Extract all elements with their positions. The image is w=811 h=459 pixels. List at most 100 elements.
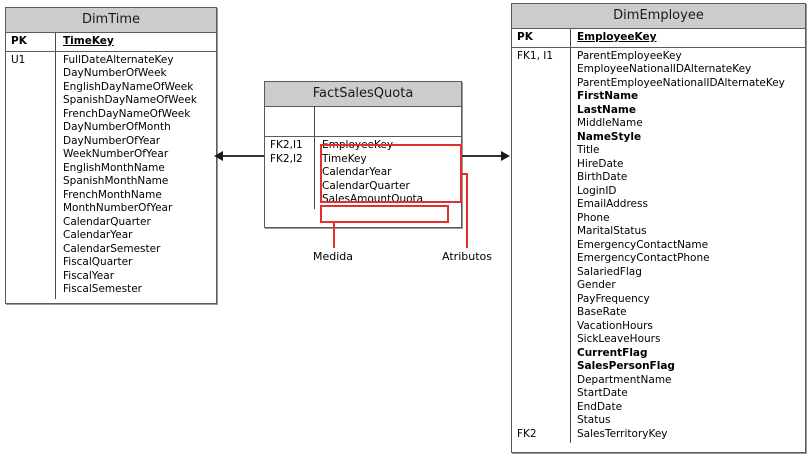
dim-employee-field: FirstName [577, 90, 639, 102]
dim-time-field: DayNumberOfMonth [63, 121, 171, 133]
dim-employee-pk-field-column: EmployeeKey [571, 29, 805, 47]
dim-employee-field: SalariedFlag [577, 265, 642, 278]
dim-employee-key-column: FK1, I1 FK2 [512, 47, 571, 443]
arrowhead-right-icon [501, 151, 510, 161]
fact-sales-quota-pk-section [265, 107, 461, 137]
dim-employee-key-spacer [517, 347, 566, 361]
dim-employee-key-spacer [517, 198, 566, 212]
connector-line-fact-to-dimemployee [462, 155, 504, 157]
dim-time-field: SpanishDayNameOfWeek [63, 94, 197, 106]
dim-employee-key-spacer [517, 77, 566, 91]
dim-employee-field: Title [577, 144, 600, 156]
dim-employee-field: CurrentFlag [577, 346, 648, 359]
dim-time-field: EnglishMonthName [63, 161, 165, 174]
dim-time-field: CalendarYear [63, 229, 133, 241]
dim-employee-field: EmergencyContactPhone [577, 252, 710, 264]
entity-dim-time[interactable]: DimTime PK TimeKey U1 FullDateAlternateK… [5, 7, 217, 304]
dim-employee-field: SalesPersonFlag [577, 360, 675, 372]
dim-employee-field: ParentEmployeeKey [577, 49, 682, 62]
dim-time-pk-field-column: TimeKey [56, 33, 216, 51]
dim-time-field: FrenchMonthName [63, 188, 162, 201]
dim-employee-key-spacers [517, 63, 566, 428]
dim-employee-key-spacer [517, 374, 566, 388]
dim-employee-field: Status [577, 414, 611, 426]
dim-employee-field: EmergencyContactName [577, 238, 709, 251]
dim-time-field: CalendarQuarter [63, 215, 151, 228]
fact-sales-quota-key-fk2i1: FK2,I1 [270, 139, 303, 151]
dim-employee-key-spacer [517, 279, 566, 293]
annotation-label-atributos: Atributos [442, 250, 492, 263]
dim-employee-key-spacer [517, 387, 566, 401]
annotation-leader-measure [333, 223, 335, 248]
fact-sales-quota-attribute-field: CalendarQuarter [322, 179, 410, 192]
fact-sales-quota-attribute-field: CalendarYear [322, 166, 392, 178]
dim-employee-field: SalesTerritoryKey [577, 427, 668, 440]
dim-employee-field: LastName [577, 103, 636, 116]
arrowhead-left-icon [214, 151, 223, 161]
dim-employee-key-spacer [517, 158, 566, 172]
dim-time-pk-key-column: PK [6, 33, 56, 51]
dim-employee-field: BirthDate [577, 171, 628, 183]
fact-sales-quota-measure-field: SalesAmountQuota [322, 193, 424, 205]
dim-employee-key-spacer [517, 320, 566, 334]
fact-sales-quota-measure-fields: SalesAmountQuota [322, 193, 457, 207]
dim-time-pk-section: PK TimeKey [6, 33, 216, 52]
dim-employee-field: PayFrequency [577, 292, 650, 305]
dim-employee-key-spacer [517, 212, 566, 226]
dim-time-field: FiscalYear [63, 269, 115, 282]
dim-employee-key-spacer [517, 131, 566, 145]
dim-employee-pk-section: PK EmployeeKey [512, 29, 805, 48]
dim-time-field: WeekNumberOfYear [63, 148, 169, 160]
dim-employee-field: NameStyle [577, 130, 642, 143]
dim-time-key-u1: U1 [11, 53, 26, 66]
dim-employee-key-spacer [517, 104, 566, 118]
dim-employee-key-spacer [517, 63, 566, 77]
dim-employee-key-spacer [517, 144, 566, 158]
entity-dim-employee[interactable]: DimEmployee PK EmployeeKey FK1, I1 FK2 P… [511, 3, 806, 453]
dim-time-field: FullDateAlternateKey [63, 53, 174, 66]
dim-time-key-column: U1 [6, 51, 56, 299]
entity-title-fact-sales-quota: FactSalesQuota [265, 82, 461, 107]
dim-employee-field: MiddleName [577, 117, 643, 129]
dim-employee-key-fk2: FK2 [517, 427, 537, 440]
dim-time-field: FiscalSemester [63, 283, 142, 295]
dim-employee-field: MaritalStatus [577, 225, 647, 237]
dim-employee-field: EmployeeNationalIDAlternateKey [577, 63, 752, 75]
dim-employee-field: EmailAddress [577, 198, 648, 210]
dim-employee-key-spacer [517, 360, 566, 374]
dim-employee-key-spacer [517, 185, 566, 199]
dim-employee-key-spacer [517, 293, 566, 307]
dim-employee-key-spacer [517, 252, 566, 266]
dim-employee-field: HireDate [577, 157, 624, 170]
dim-employee-field: StartDate [577, 387, 628, 399]
dim-employee-field: Gender [577, 279, 616, 291]
dim-employee-field: EndDate [577, 400, 623, 413]
entity-title-dim-time: DimTime [6, 8, 216, 33]
dim-time-pk-label: PK [11, 35, 27, 47]
dim-employee-field: SickLeaveHours [577, 333, 661, 345]
dim-employee-field: ParentEmployeeNationalIDAlternateKey [577, 76, 785, 89]
fact-sales-quota-pk-field-column [315, 107, 461, 136]
dim-employee-field: LoginID [577, 184, 617, 197]
dim-employee-pk-key-column: PK [512, 29, 571, 47]
dim-employee-key-spacer [517, 414, 566, 428]
dim-time-field: FrenchDayNameOfWeek [63, 107, 191, 120]
connector-line-fact-to-dimtime [222, 155, 264, 157]
dim-employee-field: BaseRate [577, 306, 627, 318]
dim-employee-key-spacer [517, 239, 566, 253]
dim-employee-key-spacer [517, 90, 566, 104]
dim-employee-key-spacer [517, 333, 566, 347]
dim-employee-pk-field: EmployeeKey [577, 31, 657, 43]
fact-sales-quota-pk-key-column [265, 107, 315, 136]
dim-employee-key-spacer [517, 117, 566, 131]
fact-sales-quota-attribute-field: TimeKey [322, 152, 367, 165]
dim-time-pk-field: TimeKey [63, 35, 114, 47]
dim-employee-key-spacer [517, 225, 566, 239]
entity-fact-sales-quota[interactable]: FactSalesQuota FK2,I1 FK2,I2 EmployeeKey… [264, 81, 462, 228]
